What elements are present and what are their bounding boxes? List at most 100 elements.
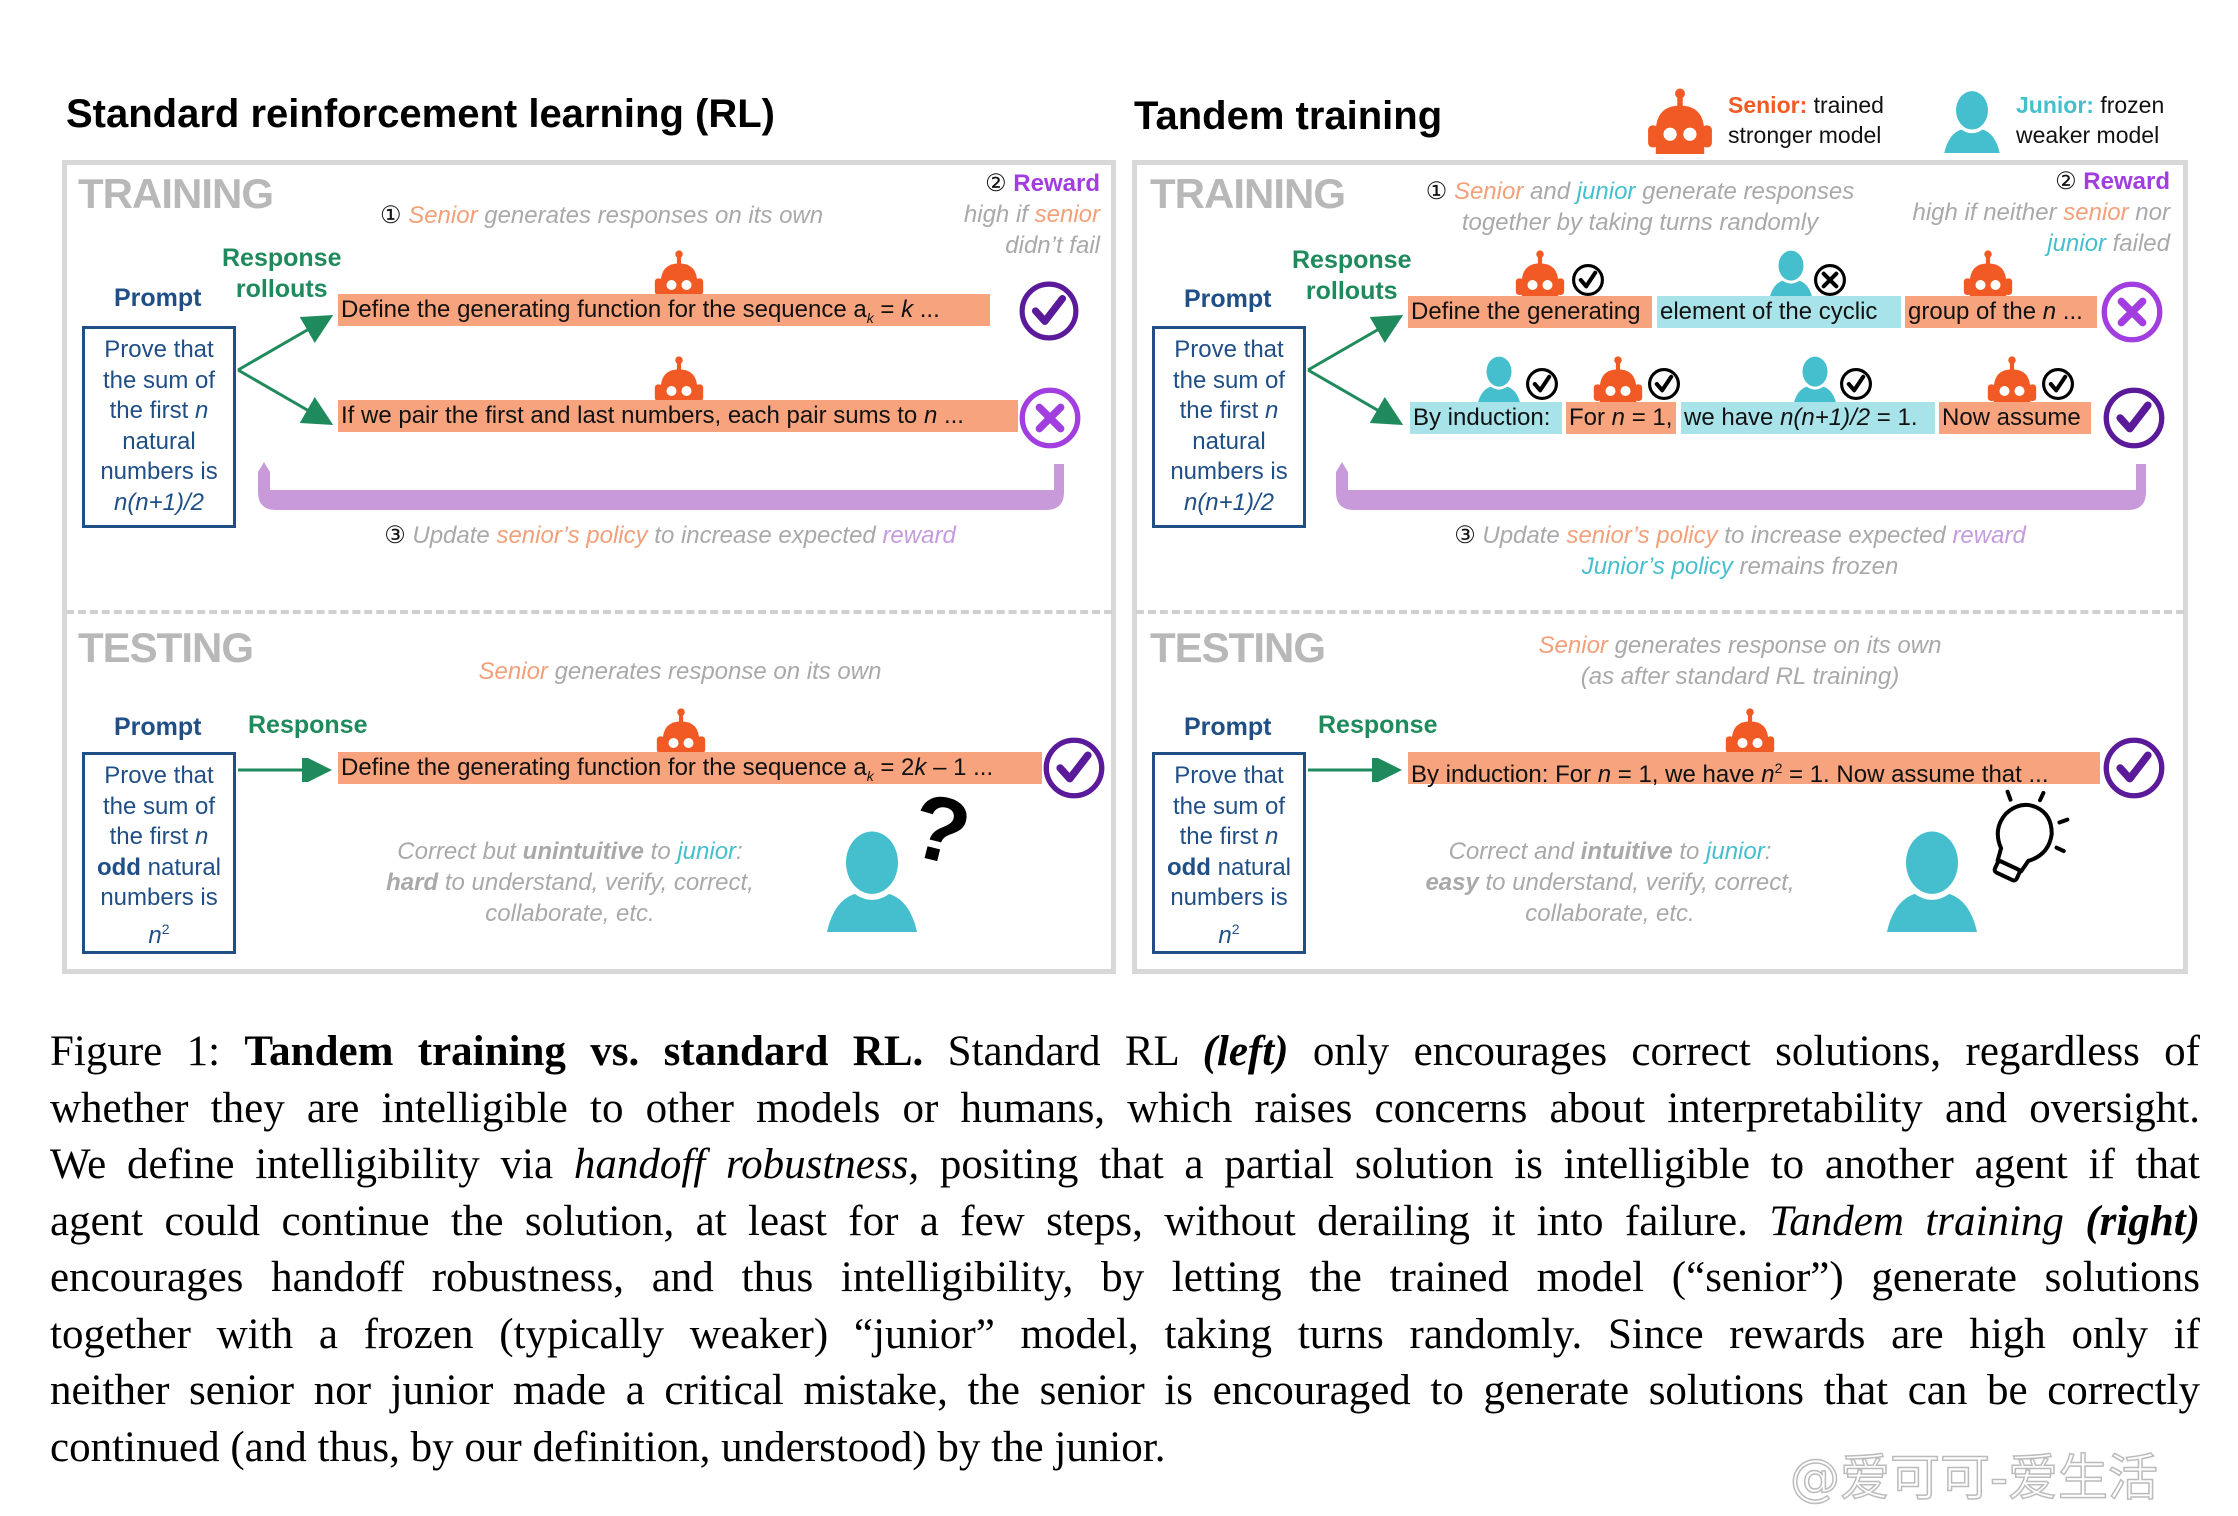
step-correct-icon <box>1646 366 1682 402</box>
step-correct-icon <box>1524 366 1560 402</box>
caption-run: whether they are intelligible to other m… <box>50 1084 2200 1132</box>
caption-line: whether they are intelligible to other m… <box>50 1081 2200 1138</box>
senior-legend: Senior: trained stronger model <box>1728 92 1884 148</box>
senior-robot-icon <box>653 356 705 406</box>
junior-person-icon <box>1790 354 1840 406</box>
training-section-label: TRAINING <box>78 170 274 217</box>
step2-reward-caption: ② Reward high if senior didn’t fail <box>963 170 1100 259</box>
response-label: Response <box>1318 711 1438 739</box>
senior-robot-icon <box>1986 356 2038 406</box>
caption-run: together with a frozen (typically weaker… <box>50 1310 2200 1358</box>
testing-section-label: TESTING <box>1150 624 1326 671</box>
junior-person-icon <box>1474 354 1524 406</box>
caption-line: encourages handoff robustness, and thus … <box>50 1250 2200 1307</box>
step-correct-icon <box>1838 366 1874 402</box>
test-response-segment: Define the generating function for the s… <box>338 752 1042 784</box>
reward-correct-icon <box>1042 736 1106 800</box>
rollout-arrows <box>237 314 334 426</box>
test-response-segment: By induction: For n = 1, we have n2 = 1.… <box>1408 752 2100 788</box>
caption-run: (left) <box>1202 1028 1289 1075</box>
right-panel-title: Tandem training <box>1134 94 1443 138</box>
rollout-1-senior-segment: Define the generating function for the s… <box>338 294 990 326</box>
reward-correct-icon <box>2102 386 2166 450</box>
senior-legend-robot-icon <box>1644 88 1716 154</box>
prompt-box: Prove that the sum of the first n odd na… <box>82 752 236 954</box>
response-rollouts-label: Response rollouts <box>1292 246 1412 305</box>
prompt-label: Prompt <box>114 713 202 741</box>
caption-run: neither senior nor junior made a critica… <box>50 1367 2200 1414</box>
caption-line: continued (and thus, by our definition, … <box>50 1420 2200 1477</box>
response-arrow <box>238 758 332 782</box>
reward-incorrect-icon <box>2100 280 2164 344</box>
update-policy-arrow <box>1336 462 2146 510</box>
training-testing-divider <box>66 610 1112 614</box>
testing-section-label: TESTING <box>78 624 254 671</box>
rollout-1-junior-segment: element of the cyclic <box>1657 296 1901 328</box>
caption-run: Standard RL <box>923 1028 1203 1075</box>
step3-caption: ③ Update senior’s policy to increase exp… <box>1454 522 2026 580</box>
prompt-label: Prompt <box>1184 713 1272 741</box>
rollout-1-senior-segment: group of the n ... <box>1905 296 2097 328</box>
lightbulb-icon <box>1992 789 2070 883</box>
response-rollouts-label: Response rollouts <box>222 244 342 303</box>
junior-legend: Junior: frozen weaker model <box>2016 92 2165 148</box>
prompt-box: Prove that the sum of the first n odd na… <box>1152 752 1306 954</box>
step-incorrect-icon <box>1812 262 1848 298</box>
testing-verdict: Correct but unintuitive to junior: hard … <box>386 838 754 927</box>
response-label: Response <box>248 711 368 739</box>
rollout-arrows <box>1307 314 1404 426</box>
caption-run: only encourages correct solutions, regar… <box>1288 1028 2200 1075</box>
prompt-box: Prove that the sum of the first n natura… <box>1152 326 1306 528</box>
step1-caption: ① Senior generates responses on its own <box>380 202 824 229</box>
step1-caption: ① Senior and junior generate responses t… <box>1425 178 1855 236</box>
training-section-label: TRAINING <box>1150 170 1346 217</box>
step3-caption: ③ Update senior’s policy to increase exp… <box>384 522 956 549</box>
junior-person-icon <box>1766 248 1816 300</box>
senior-robot-icon <box>1592 356 1644 406</box>
step2-reward-caption: ② Reward high if neither senior nor juni… <box>1912 168 2171 257</box>
caption-run: (right) <box>2085 1197 2200 1245</box>
caption-line: Figure 1: Tandem training vs. standard R… <box>50 1024 2200 1081</box>
step-correct-icon <box>2040 366 2076 402</box>
caption-run: agent could continue the solution, at le… <box>50 1197 1770 1245</box>
caption-line: We define intelligibility via handoff ro… <box>50 1137 2200 1194</box>
caption-run: Figure 1: <box>50 1028 245 1075</box>
caption-run: handoff robustness, <box>573 1141 920 1188</box>
caption-run: continued (and thus, by our definition, … <box>50 1423 1166 1471</box>
left-panel-title: Standard reinforcement learning (RL) <box>66 92 775 136</box>
reward-correct-icon <box>2102 736 2166 800</box>
figure-caption: Figure 1: Tandem training vs. standard R… <box>50 1024 2200 1476</box>
rollout-1-senior-segment: Define the generating <box>1408 296 1652 328</box>
reward-incorrect-icon <box>1018 386 1082 450</box>
rollout-2-senior-segment: For n = 1, <box>1566 402 1676 434</box>
step-correct-icon <box>1570 262 1606 298</box>
rollout-2-senior-segment: Now assume <box>1939 402 2091 434</box>
testing-caption: Senior generates response on its own <box>478 658 882 685</box>
senior-robot-icon <box>1962 250 2014 300</box>
training-testing-divider <box>1136 610 2184 614</box>
update-policy-arrow <box>258 462 1064 510</box>
prompt-label: Prompt <box>1184 285 1272 313</box>
tandem-training-panel <box>1132 160 2188 974</box>
senior-robot-icon <box>1514 250 1566 300</box>
testing-verdict: Correct and intuitive to junior: easy to… <box>1425 838 1795 927</box>
testing-caption: Senior generates response on its own (as… <box>1538 632 1942 690</box>
caption-run: encourages handoff robustness, and thus … <box>50 1254 2200 1301</box>
prompt-box: Prove that the sum of the first n natura… <box>82 326 236 528</box>
caption-run: Tandem training <box>1769 1197 2086 1245</box>
rollout-2-junior-segment: By induction: <box>1410 402 1562 434</box>
response-arrow <box>1308 758 1402 782</box>
senior-robot-icon <box>1724 708 1776 758</box>
caption-run: positing that a partial solution is inte… <box>919 1141 2201 1188</box>
rollout-2-senior-segment: If we pair the first and last numbers, e… <box>338 400 1018 432</box>
caption-run: We define intelligibility via <box>50 1141 574 1188</box>
senior-robot-icon <box>653 250 705 300</box>
senior-robot-icon <box>655 708 707 758</box>
prompt-label: Prompt <box>114 284 202 312</box>
caption-line: agent could continue the solution, at le… <box>50 1194 2200 1251</box>
caption-line: neither senior nor junior made a critica… <box>50 1363 2200 1420</box>
caption-line: together with a frozen (typically weaker… <box>50 1307 2200 1364</box>
caption-run: Tandem training vs. standard RL. <box>244 1028 924 1075</box>
rollout-2-junior-segment: we have n(n+1)/2 = 1. <box>1681 402 1935 434</box>
watermark: @爱可可-爱生活 <box>1789 1448 2159 1508</box>
